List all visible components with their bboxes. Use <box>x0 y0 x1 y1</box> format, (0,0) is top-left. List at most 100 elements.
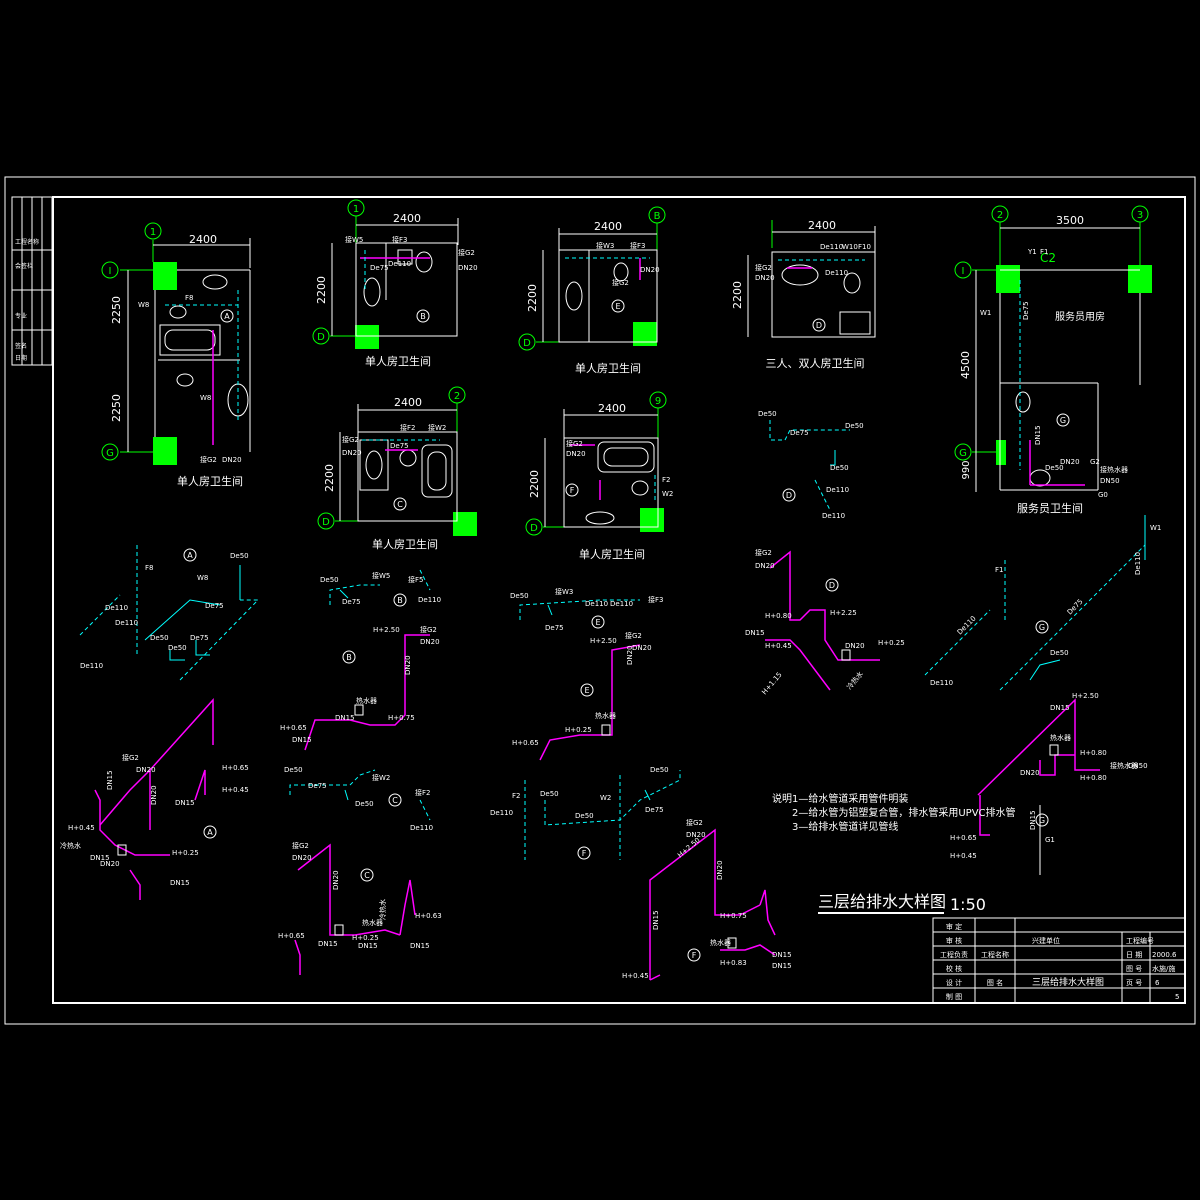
iso-label: DN15 <box>1050 704 1070 712</box>
plan-a: 1 2400 I G 2250 2250 A W8 F8 W8 接G2 DN20 <box>101 222 251 488</box>
iso-label: DN15 <box>652 910 660 930</box>
plan-g: 2 3 3500 I G 4500 990 G C2 服务员用房 Y1 <box>954 205 1152 515</box>
iso-label: H+0.45 <box>222 786 249 794</box>
iso-label: 接G2 <box>292 841 309 850</box>
axis-label: G <box>959 448 967 459</box>
plan-c: 2 2400 D 2200 C 接G2 DN20 接F2 接W2 De75 单人… <box>317 386 477 551</box>
pipe-label: G0 <box>1098 491 1108 499</box>
iso-label: DN20 <box>755 562 775 570</box>
iso-label: H+0.25 <box>352 934 379 942</box>
iso-label: 接G2 <box>625 631 642 640</box>
dim-width: 2400 <box>189 233 217 246</box>
tb-total: 5 <box>1175 993 1179 1001</box>
margin-signoff-block: 工程名称 会签栏 专业 签名 日期 <box>11 196 53 366</box>
pipe-label: 接F3 <box>630 241 645 250</box>
iso-label: DN15 <box>358 942 378 950</box>
iso-label: W1 <box>1150 524 1161 532</box>
iso-label: De50 <box>230 552 249 560</box>
pipe-label: 接G2 <box>200 455 217 464</box>
pipe-label: DN20 <box>1060 458 1080 466</box>
iso-label: H+0.25 <box>878 639 905 647</box>
drawing-scale: 1:50 <box>950 895 986 914</box>
iso-label: De110 <box>930 679 953 687</box>
iso-label: De50 <box>845 422 864 430</box>
pipe-label: De110 <box>825 269 848 277</box>
margin-label: 专业 <box>15 312 27 320</box>
iso-label: De75 <box>342 598 361 606</box>
iso-label: DN15 <box>90 854 110 862</box>
iso-label: DN15 <box>410 942 430 950</box>
tb-row: 审 核 <box>946 936 962 945</box>
iso-label: H+0.80 <box>1080 774 1107 782</box>
iso-label: H+0.83 <box>720 959 747 967</box>
iso-label: 冷热水 <box>60 841 81 850</box>
tb-date: 2000.6 <box>1152 951 1177 959</box>
iso-label: DN20 <box>420 638 440 646</box>
iso-label: De50 <box>510 592 529 600</box>
iso-label: F1 <box>995 566 1003 574</box>
iso-label: 接热水器 <box>1110 761 1138 770</box>
axis-label: 3 <box>1137 210 1143 221</box>
iso-label: 热水器 <box>362 918 383 927</box>
plan-title: 三人、双人房卫生间 <box>766 356 865 370</box>
plan-title: 单人房卫生间 <box>372 537 438 551</box>
pipe-label: W1 <box>980 309 991 317</box>
axis-label: D <box>322 517 330 528</box>
pipe-label: 接G2 <box>458 248 475 257</box>
iso-label: H+0.45 <box>622 972 649 980</box>
tb-unit: 兴建单位 <box>1032 936 1060 945</box>
dim-h1: 4500 <box>959 351 972 379</box>
iso-water-c: 接G2 DN20 DN20 热水器 H+0.65 DN15 H+0.25 DN1… <box>278 841 442 975</box>
dim-width: 2400 <box>394 396 422 409</box>
dim-width: 2400 <box>808 219 836 232</box>
drawing-title: 三层给排水大样图 <box>818 892 946 911</box>
iso-label: F8 <box>145 564 153 572</box>
pipe-label: 接F2 <box>400 423 415 432</box>
iso-label: De50 <box>150 634 169 642</box>
iso-water-b: H+2.50 接G2 DN20 DN20 热水器 DN15 H+0.75 H+0… <box>280 625 440 751</box>
pipe-label: W8 <box>138 301 149 309</box>
pipe-label: 接W2 <box>428 423 446 432</box>
plan-tag: C <box>397 500 403 509</box>
iso-label: 接F2 <box>415 788 430 797</box>
axis-label: D <box>317 332 325 343</box>
iso-label: De110 <box>418 596 441 604</box>
iso-label: 热水器 <box>356 696 377 705</box>
iso-tag: G <box>1039 816 1045 825</box>
iso-label: DN15 <box>292 736 312 744</box>
iso-water-a: 接G2 DN20 DN15 DN20 H+0.65 H+0.45 DN15 H+… <box>60 698 249 900</box>
iso-label: W2 <box>600 794 611 802</box>
margin-label: 工程名称 <box>15 238 39 246</box>
iso-drain-d: De50 De75 De50 De50 De110 De110 D <box>758 410 864 520</box>
iso-label: De50 <box>284 766 303 774</box>
dim-h2: 990 <box>961 460 972 479</box>
pipe-label: F8 <box>185 294 193 302</box>
pipe-label: De50 <box>1045 464 1064 472</box>
pipe-label: De110 <box>388 260 411 268</box>
plan-title: 单人房卫生间 <box>579 547 645 561</box>
iso-water-e: H+2.50 接G2 DN20 DN20 热水器 H+0.25 H+0.65 E <box>512 631 652 761</box>
axis-label: 1 <box>353 204 359 215</box>
iso-tag: D <box>786 491 792 500</box>
tb-col2: 图 名 <box>987 978 1003 987</box>
tb-drawing-no: 水施/施 <box>1152 964 1175 973</box>
iso-label: H+0.25 <box>172 849 199 857</box>
pipe-label: DN20 <box>566 450 586 458</box>
margin-label: 日期 <box>15 354 27 362</box>
iso-tag: A <box>207 828 213 837</box>
iso-label: H+2.50 <box>590 637 617 645</box>
dim-width: 2400 <box>598 402 626 415</box>
iso-label: DN20 <box>845 642 865 650</box>
pipe-label: F2 <box>662 476 670 484</box>
iso-label: F2 <box>512 792 520 800</box>
iso-label: De50 <box>355 800 374 808</box>
pipe-label: 接W5 <box>345 235 363 244</box>
iso-label: DN20 <box>136 766 156 774</box>
iso-label: De110 <box>826 486 849 494</box>
tb-sheet-label: 页 号 <box>1126 979 1142 987</box>
iso-label: 热水器 <box>1050 733 1071 742</box>
iso-tag: A <box>187 551 193 560</box>
iso-label: De110 <box>80 662 103 670</box>
pipe-label: DN20 <box>640 266 660 274</box>
iso-label: DN15 <box>318 940 338 948</box>
